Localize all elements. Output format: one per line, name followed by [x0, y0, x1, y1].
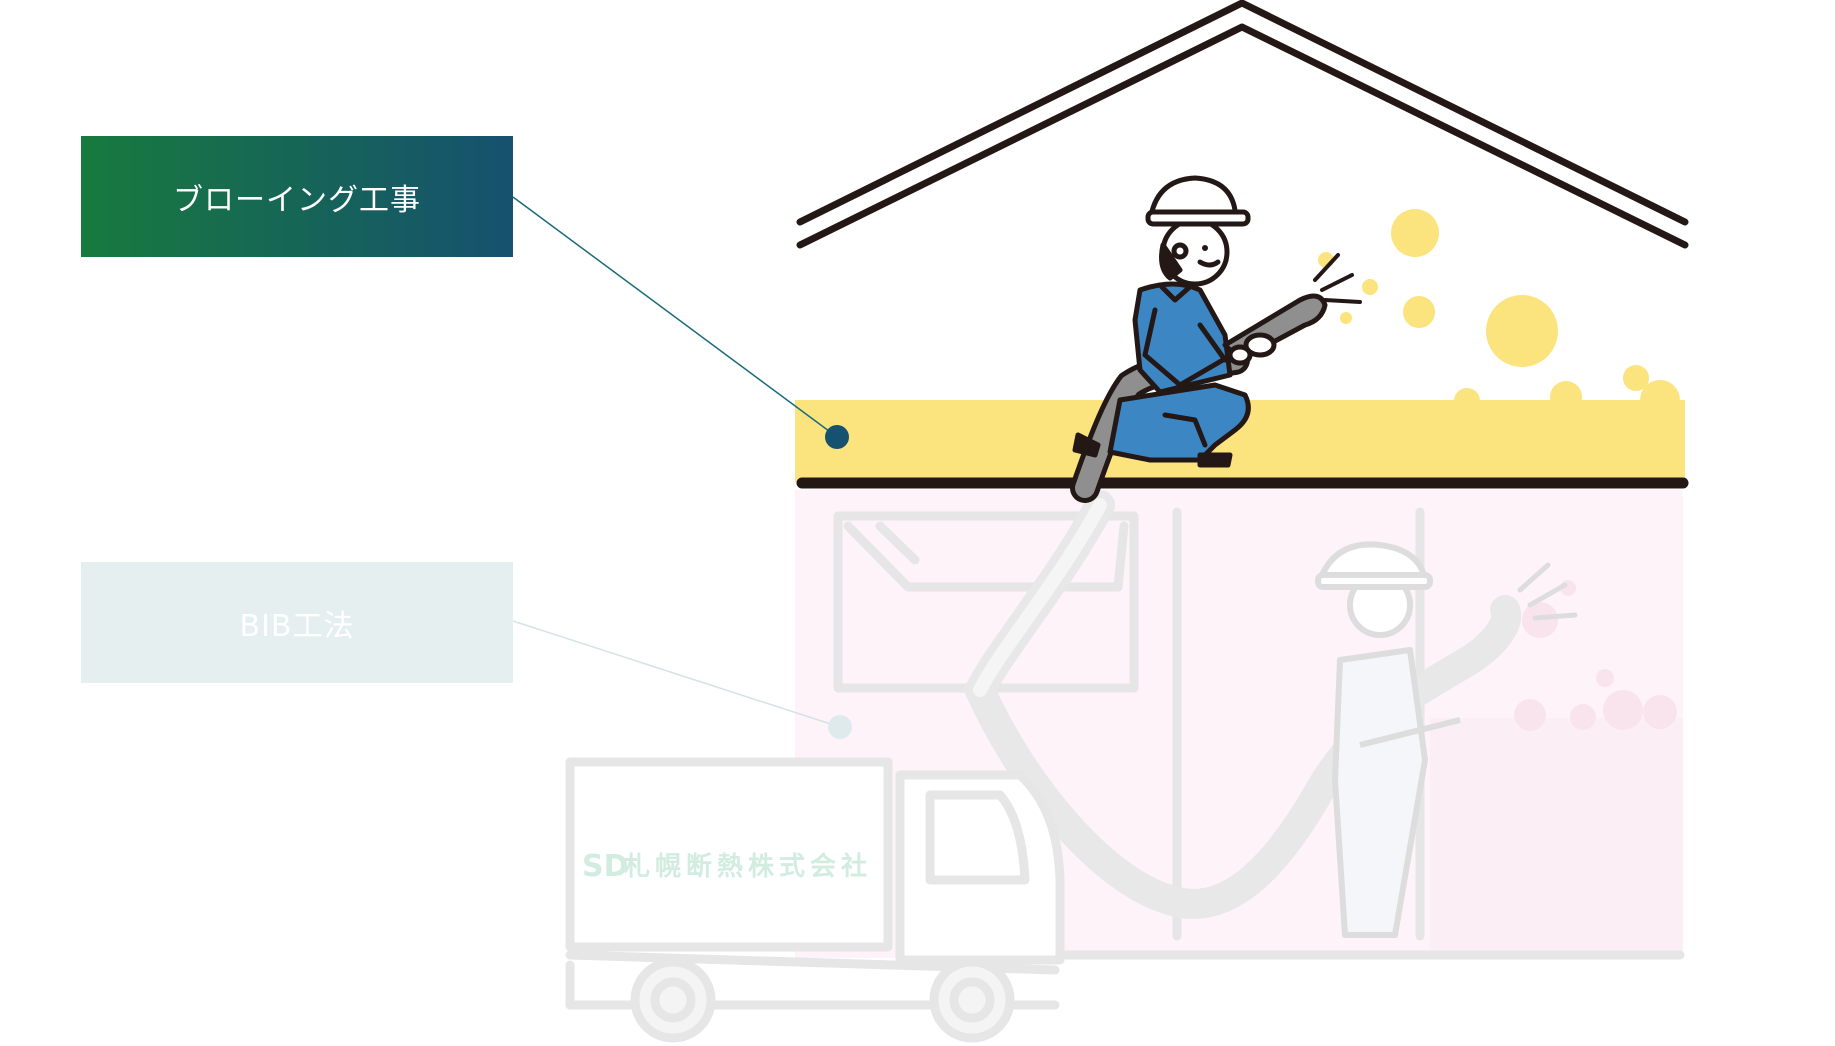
truck-wheel-front [929, 957, 1015, 1043]
bib-scene-faded: SD 札幌断熱株式会社 [512, 490, 1685, 1043]
spray-lines [1313, 253, 1362, 304]
truck-wheel-rear [630, 957, 716, 1043]
truck-cab [895, 770, 1065, 965]
blowing-connector-dot [825, 425, 849, 449]
bib-method-button[interactable]: BIB工法 [81, 562, 513, 683]
blowing-work-button[interactable]: ブローイング工事 [81, 136, 513, 257]
blowing-worker [1072, 175, 1328, 468]
faded-worker [1315, 541, 1461, 938]
wall-insulation-right [1430, 718, 1683, 958]
bib-connector-line [512, 620, 841, 728]
blowing-connector-line [512, 196, 838, 438]
bib-connector-dot [828, 715, 852, 739]
blowing-work-label: ブローイング工事 [173, 182, 421, 218]
bib-method-label: BIB工法 [239, 608, 355, 644]
truck-logo: SD [582, 849, 629, 884]
truck-cargo-box [565, 757, 893, 952]
roof [796, 0, 1689, 249]
faded-truck [565, 757, 1065, 1043]
truck-company-name: 札幌断熱株式会社 [624, 851, 872, 882]
